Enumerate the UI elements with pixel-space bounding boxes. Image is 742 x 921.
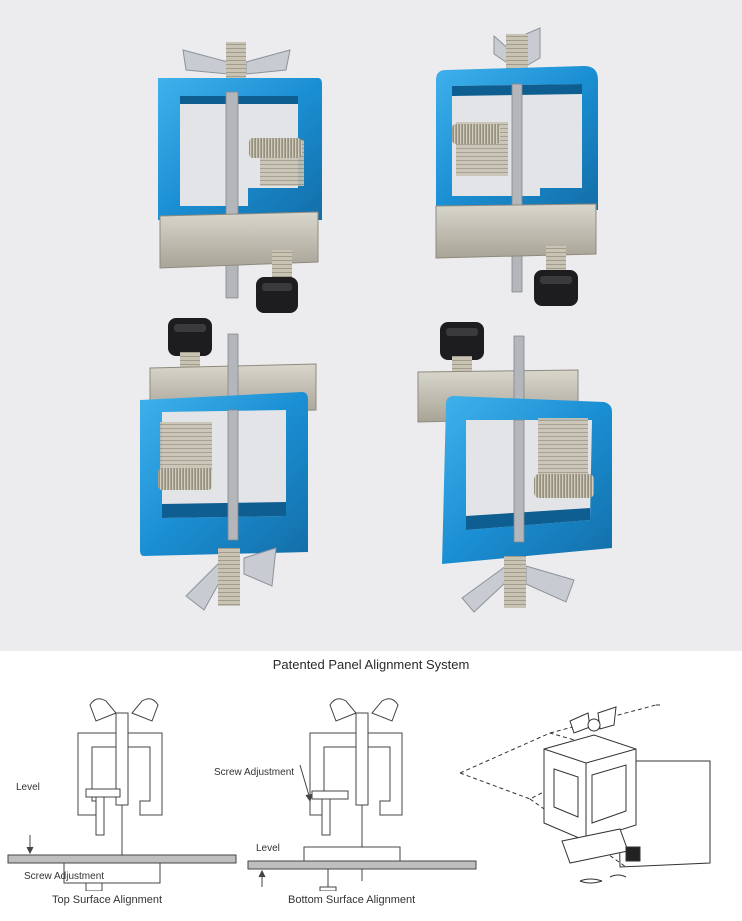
middle-screw-adjustment-label: Screw Adjustment xyxy=(214,767,295,778)
bottom-surface-alignment-caption: Bottom Surface Alignment xyxy=(288,894,416,906)
clamp-1 xyxy=(158,42,322,313)
alignment-diagram-section: Patented Panel Alignment System Level Sc… xyxy=(0,651,742,921)
diagram-title: Patented Panel Alignment System xyxy=(272,657,470,672)
left-level-label: Level xyxy=(16,782,40,793)
clamp-4 xyxy=(417,322,612,613)
left-screw-adjustment-label: Screw Adjustment xyxy=(24,871,105,882)
product-photo xyxy=(0,0,742,651)
clamp-photo-illustration xyxy=(140,27,612,613)
isometric-clamp-diagram xyxy=(458,704,711,884)
top-surface-alignment-caption: Top Surface Alignment xyxy=(52,894,163,906)
clamp-3 xyxy=(140,318,317,611)
top-surface-alignment-diagram xyxy=(7,698,237,891)
clamp-2 xyxy=(435,27,598,306)
bottom-surface-alignment-diagram xyxy=(247,698,477,891)
middle-level-label: Level xyxy=(256,843,280,854)
